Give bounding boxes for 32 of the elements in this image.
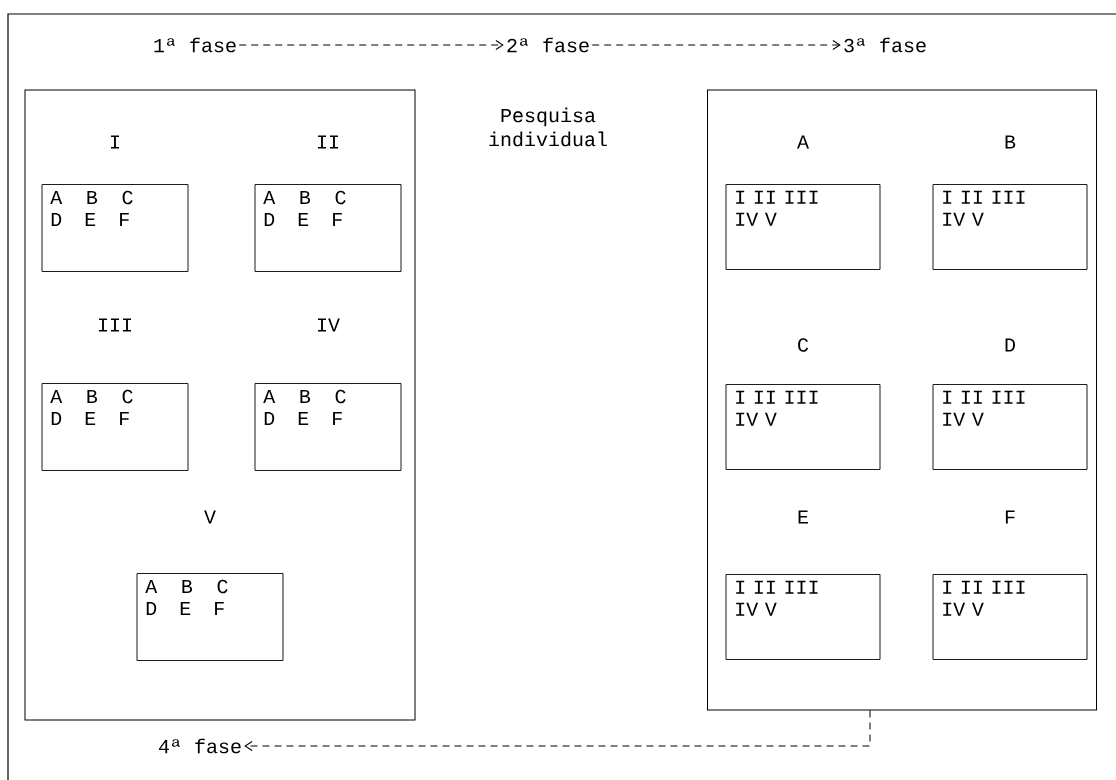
note-label: Pesquisa individual xyxy=(489,107,607,147)
group-box: I II III IV V xyxy=(932,184,1088,270)
group-panel xyxy=(24,89,416,721)
group-box: A B C D E F xyxy=(41,184,189,272)
phase-label: 2ª fase xyxy=(507,37,589,53)
group-box: A B C D E F xyxy=(136,573,284,661)
box-heading: IV xyxy=(318,318,340,332)
group-box: A B C D E F xyxy=(254,184,402,272)
box-heading: E xyxy=(798,510,808,524)
group-box: I II III IV V xyxy=(932,384,1088,470)
box-heading: I xyxy=(111,135,119,149)
box-heading: V xyxy=(204,510,216,524)
box-heading: II xyxy=(318,135,338,149)
box-heading: F xyxy=(1005,510,1015,524)
box-heading: III xyxy=(99,318,131,332)
group-box: I II III IV V xyxy=(725,184,881,270)
box-heading: C xyxy=(798,338,809,352)
group-box: I II III IV V xyxy=(932,574,1088,660)
arrow xyxy=(591,40,841,50)
phase-label: 3ª fase xyxy=(844,37,926,53)
group-panel xyxy=(707,89,1097,711)
group-box: A B C D E F xyxy=(254,383,402,471)
box-heading: D xyxy=(1005,338,1015,352)
group-box: A B C D E F xyxy=(41,383,189,471)
group-box: I II III IV V xyxy=(725,384,881,470)
phase-label: 4ª fase xyxy=(159,738,241,754)
group-box: I II III IV V xyxy=(725,574,881,660)
box-heading: A xyxy=(797,135,809,149)
arrow xyxy=(244,741,253,751)
box-heading: B xyxy=(1005,135,1016,149)
phase-label: 1ª fase xyxy=(154,37,236,53)
arrow xyxy=(238,40,504,50)
